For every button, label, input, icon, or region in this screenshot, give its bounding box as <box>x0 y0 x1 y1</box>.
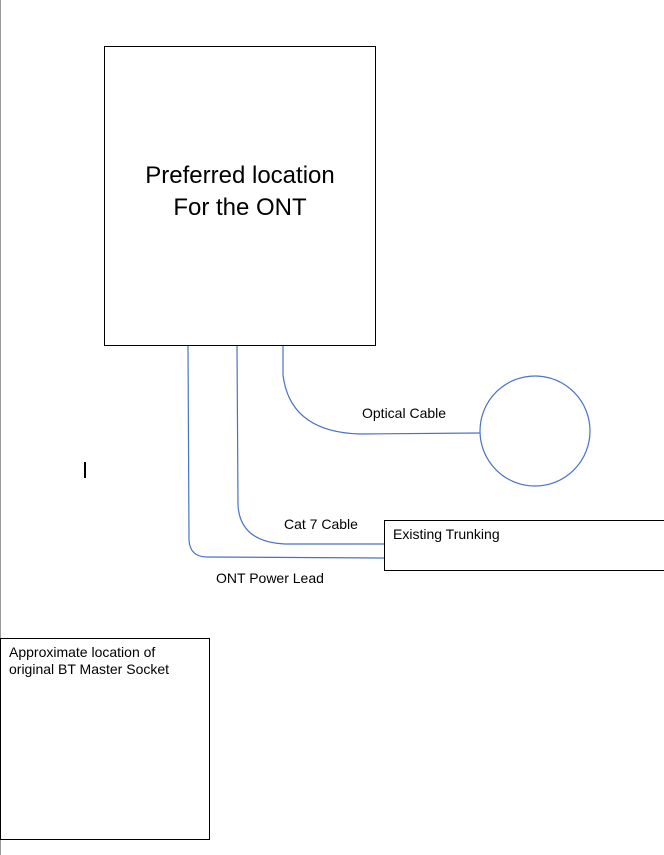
cat7-cable-line <box>236 345 385 545</box>
ont-label-line-1: Preferred location <box>145 162 335 189</box>
ont-label-line-2: For the ONT <box>173 194 307 221</box>
power-lead-line <box>187 345 386 559</box>
optical-termination-circle <box>479 375 591 487</box>
optical-cable-line <box>282 346 481 435</box>
cat7-cable-label: Cat 7 Cable <box>284 516 358 532</box>
text-cursor-icon <box>84 462 86 478</box>
ont-location-label: Preferred location For the ONT <box>145 160 334 224</box>
master-socket-box: Approximate location of original BT Mast… <box>0 638 210 840</box>
socket-label-line-2: original BT Master Socket <box>9 661 170 677</box>
socket-label-line-1: Approximate location of <box>9 644 156 660</box>
ont-location-box: Preferred location For the ONT <box>104 46 376 346</box>
existing-trunking-box: Existing Trunking <box>384 520 664 571</box>
page-left-border <box>0 0 1 855</box>
existing-trunking-label: Existing Trunking <box>393 526 500 542</box>
optical-cable-label: Optical Cable <box>362 405 447 421</box>
master-socket-label: Approximate location of original BT Mast… <box>9 644 169 678</box>
power-lead-label: ONT Power Lead <box>216 570 324 586</box>
